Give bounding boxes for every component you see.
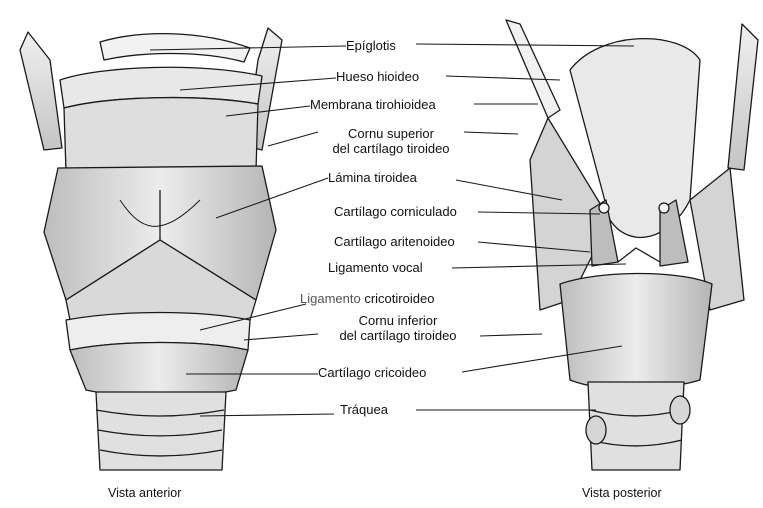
posterior-hyoid-horn-right xyxy=(728,24,758,170)
posterior-vocal-ligament xyxy=(618,248,660,262)
anterior-view-drawing xyxy=(20,28,282,470)
posterior-cricoid-lamina xyxy=(560,274,712,390)
posterior-corniculate-left xyxy=(599,203,609,213)
posterior-hyoid-horn-left xyxy=(506,20,560,118)
label-cartilago-cricoideo: Cartílago cricoideo xyxy=(318,365,426,380)
label-ligamento-cricotiroideo-part1: Ligamento xyxy=(300,291,361,306)
label-ligamento-vocal: Ligamento vocal xyxy=(328,260,423,275)
label-cornu-inferior-line2: del cartílago tiroideo xyxy=(316,328,480,343)
posterior-corniculate-right xyxy=(659,203,669,213)
label-cornu-inferior: Cornu inferior del cartílago tiroideo xyxy=(316,313,480,343)
label-cornu-superior-line2: del cartílago tiroideo xyxy=(318,141,464,156)
anterior-hyoid-horn-left xyxy=(20,32,62,150)
label-epiglotis: Epíglotis xyxy=(346,38,396,53)
label-ligamento-cricotiroideo: Ligamento cricotiroideo xyxy=(300,291,434,306)
label-ligamento-cricotiroideo-part2: cricotiroideo xyxy=(364,291,434,306)
caption-vista-posterior: Vista posterior xyxy=(582,486,662,500)
label-cornu-superior: Cornu superior del cartílago tiroideo xyxy=(318,126,464,156)
label-membrana-tirohioidea: Membrana tirohioidea xyxy=(310,97,436,112)
label-cartilago-aritenoideo: Cartílago aritenoideo xyxy=(334,234,455,249)
label-traquea: Tráquea xyxy=(340,402,388,417)
anterior-trachea xyxy=(96,392,226,470)
anterior-epiglottis xyxy=(100,34,250,62)
label-hueso-hioideo: Hueso hioideo xyxy=(336,69,419,84)
anterior-cricoid-cartilage xyxy=(70,343,248,397)
label-lamina-tiroidea: Lámina tiroidea xyxy=(328,170,417,185)
caption-vista-anterior: Vista anterior xyxy=(108,486,181,500)
label-cartilago-corniculado: Cartílago corniculado xyxy=(334,204,457,219)
label-cornu-inferior-line1: Cornu inferior xyxy=(316,313,480,328)
label-cornu-superior-line1: Cornu superior xyxy=(318,126,464,141)
posterior-view-drawing xyxy=(506,20,758,470)
anterior-thyrohyoid-membrane xyxy=(64,98,258,172)
